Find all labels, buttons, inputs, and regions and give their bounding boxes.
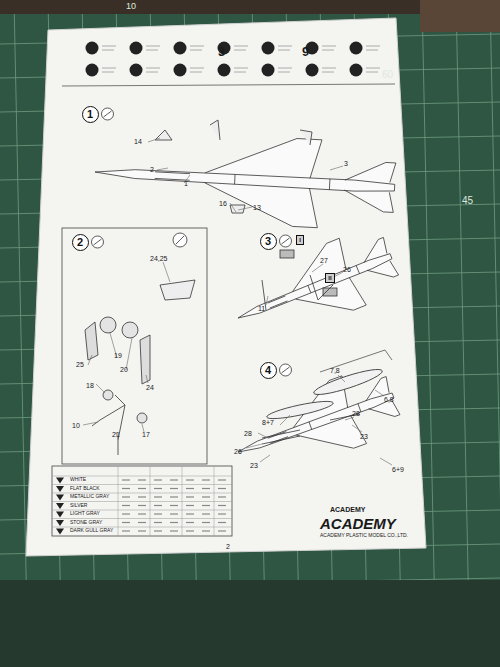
callout-number: 11: [258, 305, 265, 312]
callout-number: 18: [86, 382, 94, 389]
callout-number: 19: [114, 352, 122, 359]
brand-text: ACADEMY: [330, 506, 365, 513]
callout-number: 10: [72, 422, 80, 429]
callout-number: 6+9: [392, 466, 404, 473]
brand-text: ACADEMY: [320, 516, 396, 531]
icon-number: 3: [218, 45, 225, 58]
color-name: METALLIC GRAY: [70, 494, 109, 499]
aircraft-step3: [225, 223, 405, 352]
callout-number: 2: [226, 543, 230, 550]
callout-number: 2: [150, 166, 154, 173]
callout-number: 28: [352, 410, 360, 417]
aircraft-step4: [226, 362, 406, 486]
callout-number: 27: [320, 257, 328, 264]
step-label: 2: [77, 237, 83, 248]
callout-number: 28: [244, 430, 252, 437]
color-name: DARK GULL GRAY: [70, 528, 113, 533]
color-name: LIGHT GRAY: [70, 511, 100, 516]
callout-number: 25: [76, 361, 84, 368]
callout-number: 16: [219, 200, 227, 207]
step-number: 2: [72, 234, 89, 251]
color-name: SILVER: [70, 503, 87, 508]
callout-number: 20: [120, 366, 128, 373]
step-label: II: [328, 275, 331, 281]
step-number: 1: [82, 106, 99, 123]
box-corner: [420, 0, 500, 32]
mat-number: 45: [462, 196, 473, 206]
step-label: 3: [265, 236, 271, 247]
color-name: STONE GRAY: [70, 520, 102, 525]
color-name: FLAT BLACK: [70, 486, 100, 491]
callout-number: 17: [142, 431, 150, 438]
step-number: 3: [260, 233, 277, 250]
callout-number: 26: [234, 448, 242, 455]
mat-shadow: [0, 580, 500, 667]
callout-number: 3: [344, 160, 348, 167]
aircraft-step1: [93, 128, 397, 232]
line-art: [52, 42, 405, 537]
step-label: 4: [265, 365, 271, 376]
callout-number: 6,8: [384, 396, 394, 403]
callout-number: 24: [146, 384, 154, 391]
subassembly-tag: I: [296, 235, 304, 245]
callout-number: 21: [112, 431, 120, 438]
step-label: I: [299, 237, 301, 243]
callout-number: 26: [343, 266, 351, 273]
callout-number: 1: [184, 180, 188, 187]
icon-number: 9: [302, 45, 309, 58]
callout-number: 8+7: [262, 419, 274, 426]
mat-number: 10: [126, 2, 136, 11]
step-number: 4: [260, 362, 277, 379]
instruction-sheet: [26, 18, 426, 556]
color-name: WHITE: [70, 477, 86, 482]
brand-text: ACADEMY PLASTIC MODEL CO.,LTD.: [320, 533, 408, 538]
callout-number: 13: [253, 204, 261, 211]
callout-number: 7,8: [330, 367, 340, 374]
step-label: 1: [87, 109, 93, 120]
subassembly-tag: II: [325, 273, 335, 283]
callout-number: 23: [360, 433, 368, 440]
callout-number: 24,25: [150, 255, 168, 262]
callout-number: 23: [250, 462, 258, 469]
callout-number: 14: [134, 138, 142, 145]
mat-number: 60: [382, 70, 393, 80]
